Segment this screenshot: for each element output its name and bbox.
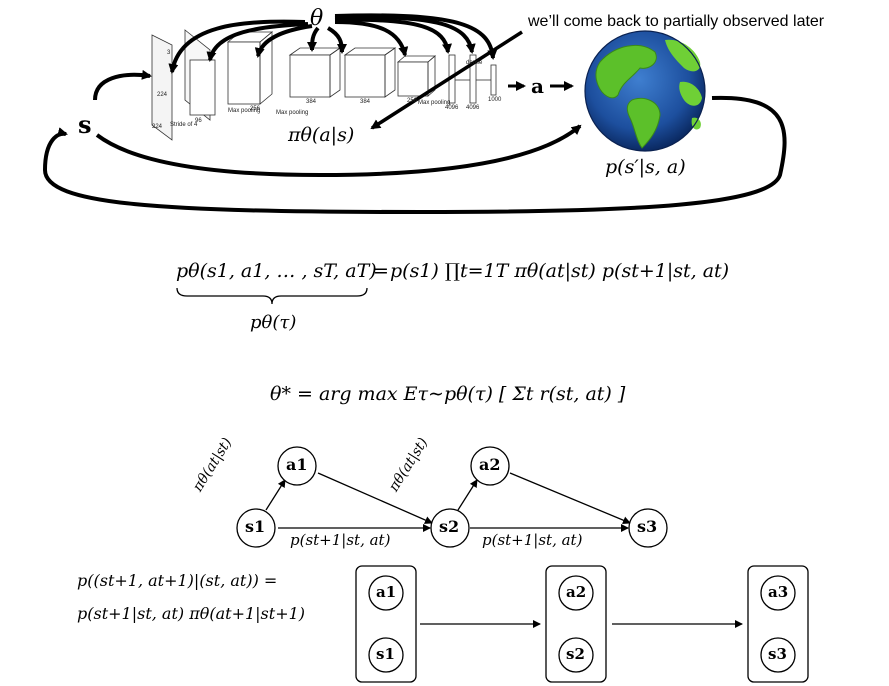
cnn-label: 1000 [488, 97, 502, 103]
cnn-label: Stride of 4 [170, 122, 198, 128]
cnn-label: 96 [195, 118, 202, 124]
cnn-label: 4096 [466, 105, 480, 111]
node-s2 [430, 508, 470, 548]
cnn-label: 384 [360, 99, 371, 105]
node-label-a1: a1 [286, 455, 308, 474]
theta-parameter-arrows [168, 13, 498, 74]
dynamics-edge-label-2: p(st+1|st, at) [482, 531, 583, 549]
aug-label-a2: a2 [566, 583, 587, 601]
objective-equation: θ* = arg max Eτ∼pθ(τ) [ Σt r(st, at) ] [270, 383, 626, 405]
graphical-model [236, 446, 809, 683]
action-edge-2 [509, 472, 631, 524]
policy-edge-2 [457, 479, 478, 511]
aug-label-s3: s3 [768, 645, 787, 663]
action-label: a [531, 74, 544, 98]
agent-environment-diagram [42, 13, 787, 215]
node-a2 [470, 446, 510, 486]
cnn-label: Max pooling [276, 110, 309, 116]
node-label-s2: s2 [439, 517, 460, 536]
node-s1 [236, 508, 276, 548]
aug-label-a3: a3 [768, 583, 789, 601]
cnn-label: dense [466, 60, 483, 66]
trajectory-brace-label: pθ(τ) [250, 312, 297, 333]
cnn-label: Max pooling [228, 108, 261, 114]
theta-label: θ [310, 6, 324, 31]
state-to-policy-arrow [93, 69, 152, 101]
aug-label-s2: s2 [566, 645, 585, 663]
node-label-a2: a2 [479, 455, 501, 474]
action-edge-1 [317, 472, 433, 524]
policy-label: πθ(a|s) [288, 124, 355, 146]
node-s3 [628, 508, 668, 548]
aug-label-a1: a1 [376, 583, 397, 601]
note-arrow [370, 30, 523, 130]
state-label: s [78, 110, 92, 139]
cnn-label: 384 [306, 99, 317, 105]
cnn-label: 256 [407, 98, 418, 104]
node-a1 [277, 446, 317, 486]
markov-equation-line1: p((st+1, at+1)|(st, at)) = [77, 571, 278, 590]
dynamics-label: p(s′|s, a) [605, 156, 686, 178]
underbrace [176, 287, 368, 305]
cnn-label: 4096 [445, 105, 459, 111]
cnn-label: Max pooling [418, 100, 451, 106]
node-label-s3: s3 [637, 517, 658, 536]
cnn-label: 3 [167, 50, 171, 56]
cnn-label: 224 [157, 92, 168, 98]
cnn-label: 256 [250, 106, 261, 112]
trajectory-lhs: pθ(s1, a1, … , sT, aT) [176, 260, 377, 282]
dynamics-edge-label-1: p(st+1|st, at) [290, 531, 391, 549]
cnn-network-illustration [151, 29, 497, 141]
next-state-loop-arrow [42, 95, 787, 215]
cnn-label: 224 [152, 124, 163, 130]
policy-edge-1 [265, 479, 286, 511]
aug-label-s1: s1 [376, 645, 395, 663]
trajectory-equals: = [373, 260, 389, 282]
node-label-s1: s1 [245, 517, 266, 536]
earth-globe-icon [584, 30, 706, 152]
state-to-env-arrow [95, 124, 582, 178]
trajectory-rhs: p(s1) ∏t=1T πθ(at|st) p(st+1|st, at) [390, 260, 730, 282]
markov-equation-line2: p(st+1|st, at) πθ(at+1|st+1) [77, 604, 306, 623]
partial-observation-note: we’ll come back to partially observed la… [528, 13, 825, 30]
